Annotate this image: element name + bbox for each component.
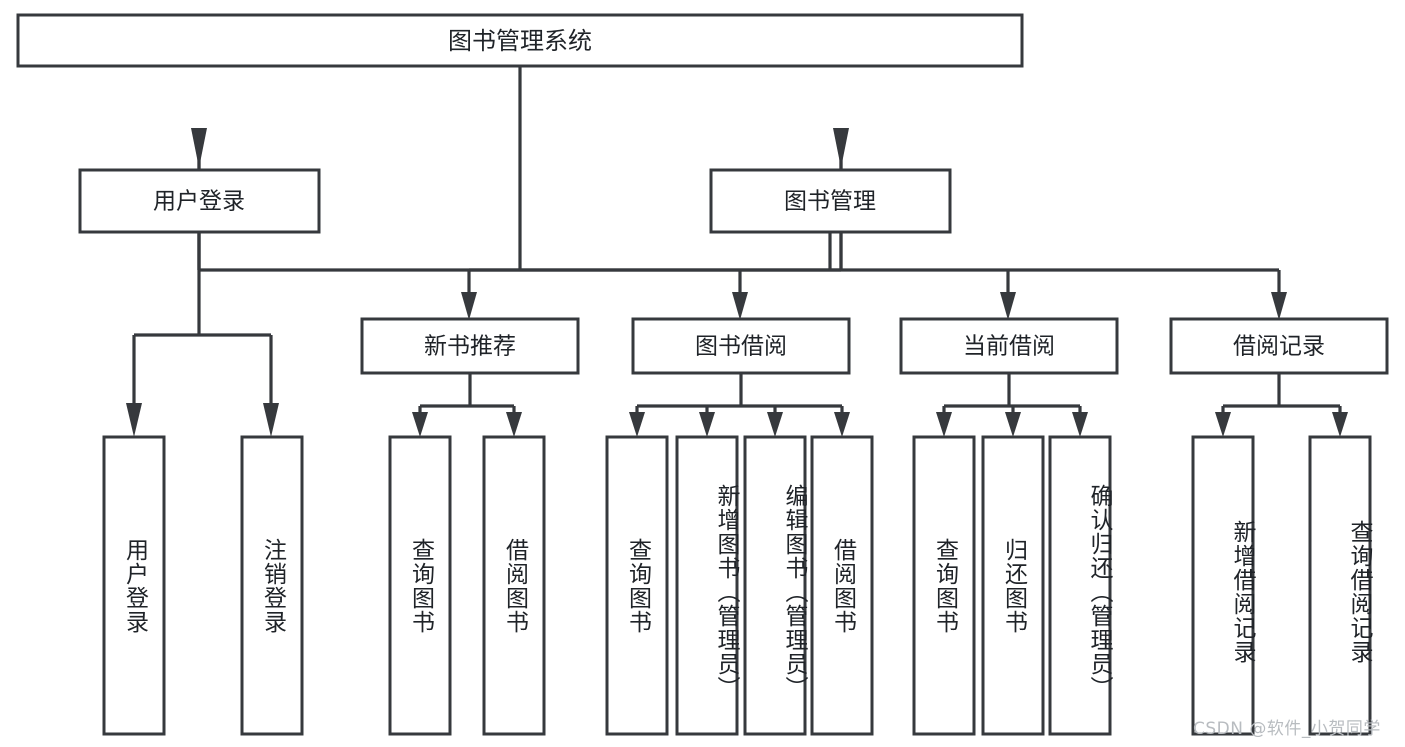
leaf-label-user-login-1: 注销登录 bbox=[259, 537, 286, 634]
connector-borrow-record-to-leaves bbox=[1215, 373, 1348, 437]
node-book-manage[interactable]: 图书管理 bbox=[709, 168, 952, 234]
leaf-label-current-borrow-0: 查询图书 bbox=[931, 537, 958, 634]
leaf-label-borrow-record-1: 查询借阅记录 bbox=[1346, 519, 1372, 664]
node-user-login[interactable]: 用户登录 bbox=[78, 168, 321, 234]
leaf-label-current-borrow-2: 确认归还（管理员） bbox=[1086, 483, 1112, 700]
leaf-label-user-login-0: 用户登录 bbox=[121, 537, 148, 634]
node-user-login-label: 用户登录 bbox=[153, 189, 245, 215]
node-book-borrow-label: 图书借阅 bbox=[695, 334, 787, 360]
connector-book-borrow-to-leaves bbox=[629, 373, 850, 437]
node-borrow-record[interactable]: 借阅记录 bbox=[1169, 317, 1389, 375]
leaf-box-borrow-record-1[interactable] bbox=[1308, 435, 1372, 736]
node-borrow-record-label: 借阅记录 bbox=[1233, 334, 1325, 360]
leaf-box-book-borrow-3[interactable] bbox=[810, 435, 874, 736]
leaf-label-book-borrow-0: 查询图书 bbox=[624, 537, 651, 634]
leaf-box-book-borrow-1[interactable] bbox=[675, 435, 739, 736]
leaf-label-current-borrow-1: 归还图书 bbox=[1000, 537, 1027, 634]
connector-book-manage-to-level3 bbox=[461, 232, 1287, 320]
node-root-label: 图书管理系统 bbox=[448, 27, 592, 55]
leaf-box-book-borrow-2[interactable] bbox=[743, 435, 807, 736]
leaf-box-user-login-0[interactable] bbox=[102, 435, 166, 736]
leaf-label-new-book-1: 借阅图书 bbox=[501, 537, 528, 634]
leaf-label-book-borrow-1: 新增图书（管理员） bbox=[713, 483, 739, 700]
leaf-box-book-borrow-0[interactable] bbox=[605, 435, 669, 736]
node-book-manage-label: 图书管理 bbox=[784, 189, 876, 215]
node-new-book-recommend-label: 新书推荐 bbox=[424, 334, 516, 360]
connector-current-borrow-to-leaves bbox=[936, 373, 1088, 437]
leaf-label-borrow-record-0: 新增借阅记录 bbox=[1229, 519, 1255, 664]
leaf-box-current-borrow-1[interactable] bbox=[981, 435, 1045, 736]
leaf-label-book-borrow-3: 借阅图书 bbox=[829, 537, 856, 634]
node-book-borrow[interactable]: 图书借阅 bbox=[631, 317, 851, 375]
node-root[interactable]: 图书管理系统 bbox=[16, 13, 1024, 68]
leaf-box-current-borrow-2[interactable] bbox=[1048, 435, 1112, 736]
node-new-book-recommend[interactable]: 新书推荐 bbox=[360, 317, 580, 375]
leaf-box-new-book-0[interactable] bbox=[388, 435, 452, 736]
node-current-borrow[interactable]: 当前借阅 bbox=[899, 317, 1119, 375]
leaf-box-new-book-1[interactable] bbox=[482, 435, 546, 736]
leaf-label-book-borrow-2: 编辑图书（管理员） bbox=[781, 483, 807, 700]
connector-new-book-recommend-to-leaves bbox=[412, 373, 522, 437]
leaf-box-borrow-record-0[interactable] bbox=[1191, 435, 1255, 736]
leaf-label-new-book-0: 查询图书 bbox=[407, 537, 434, 634]
leaf-box-current-borrow-0[interactable] bbox=[912, 435, 976, 736]
node-current-borrow-label: 当前借阅 bbox=[963, 334, 1055, 360]
csdn-watermark: CSDN @软件_小贺同学 bbox=[1193, 719, 1381, 739]
connector-root-to-level2 bbox=[197, 66, 843, 272]
leaf-box-user-login-1[interactable] bbox=[240, 435, 304, 736]
connector-user-login-to-leaves bbox=[126, 232, 279, 437]
